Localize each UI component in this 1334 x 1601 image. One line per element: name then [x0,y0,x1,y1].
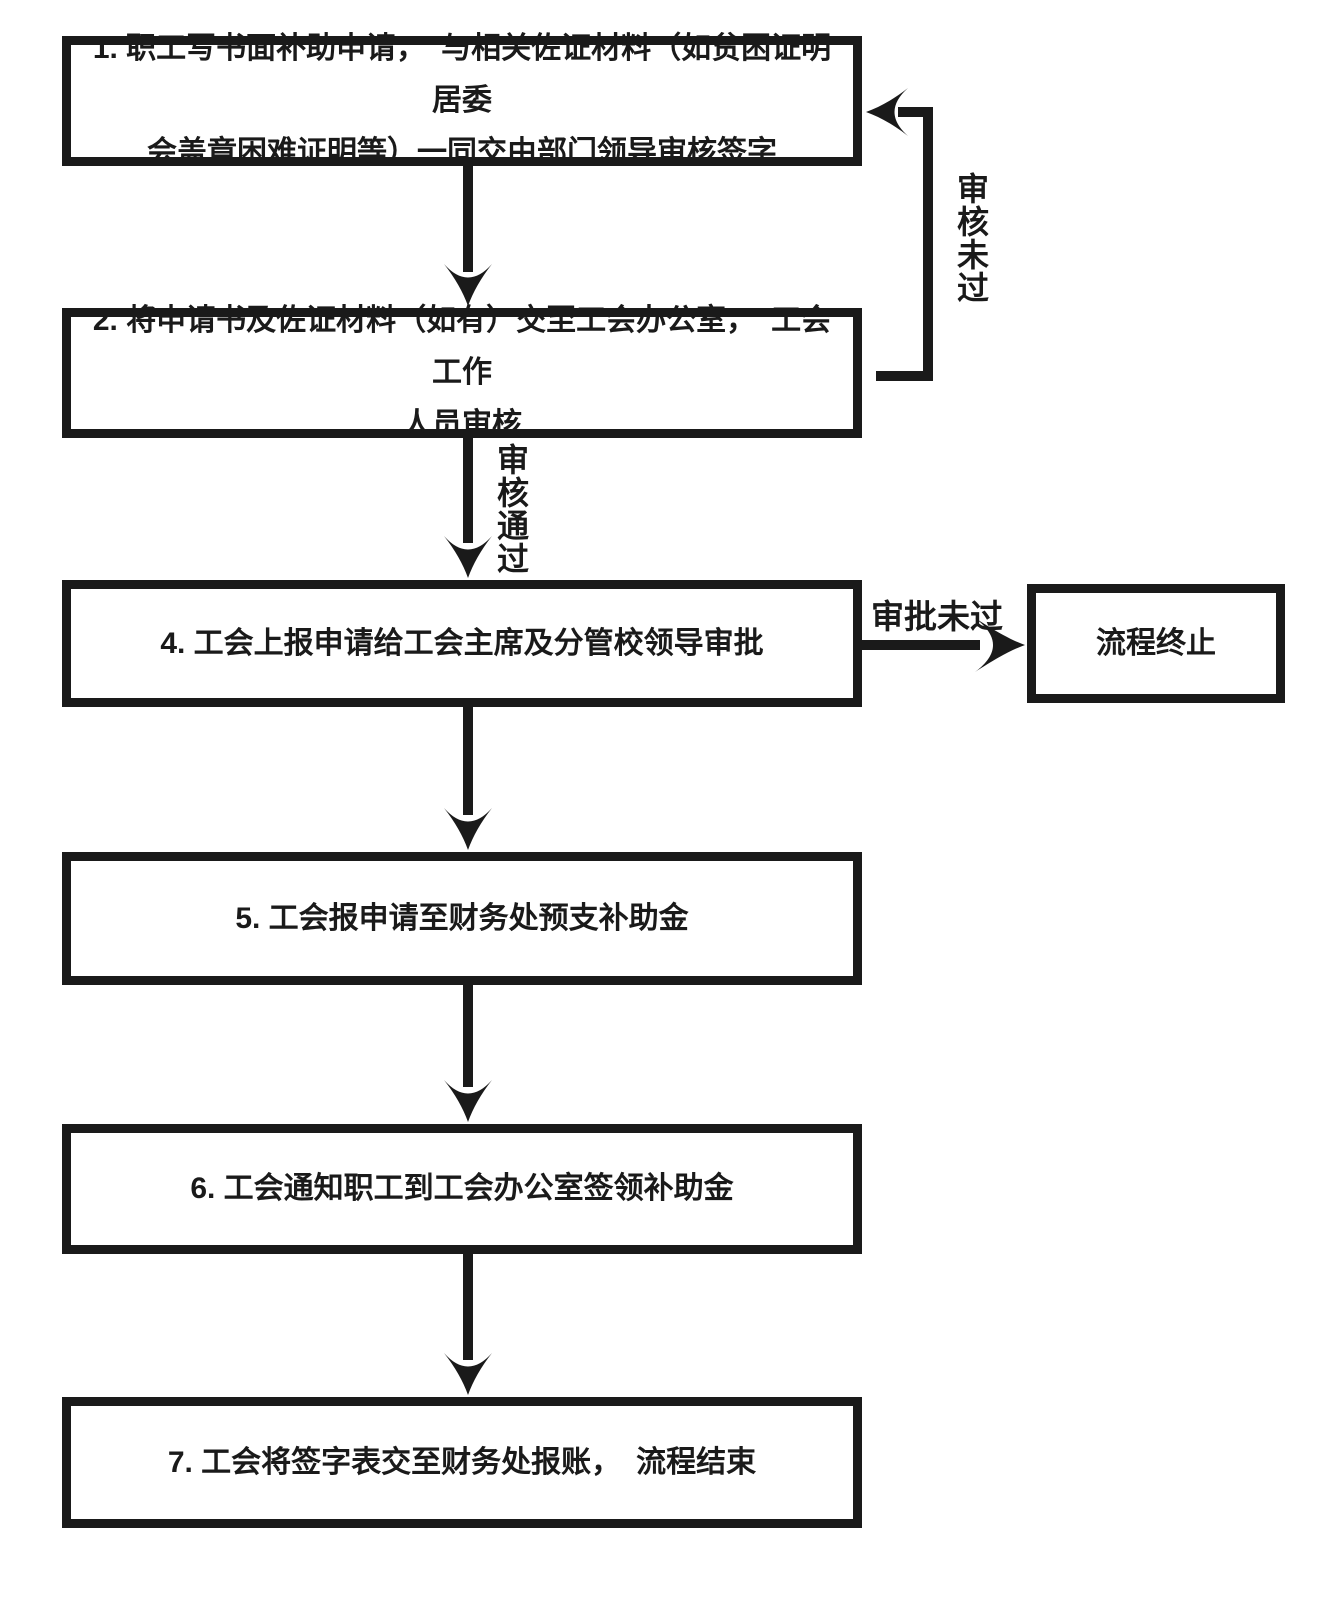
step5-box: 5. 工会报申请至财务处预支补助金 [62,852,862,985]
review-pass-label: 审核通过 [493,443,529,575]
review-fail-label: 审核未过 [953,172,989,304]
approval-fail-label: 审批未过 [871,598,1003,635]
step1-box: 1. 职工写书面补助申请， 与相关佐证材料（如贫困证明居委 会盖章困难证明等）一… [62,32,862,169]
arrow-review-fail-loop-head [866,88,908,136]
step4-box: 4. 工会上报申请给工会主席及分管校领导审批 [62,580,862,707]
arrow-review-fail-loop-shaft [876,107,933,381]
step7-box: 7. 工会将签字表交至财务处报账， 流程结束 [62,1397,862,1528]
arrow-step4-to-step5-head [444,808,492,850]
step2-box: 2. 将申请书及佐证材料（如有）交至工会办公室， 工会工作 人员审核 [62,304,862,441]
terminate-box: 流程终止 [1027,584,1285,703]
arrow-step5-to-step6-head [444,1080,492,1122]
arrow-step2-to-step4-head [444,536,492,578]
step6-box: 6. 工会通知职工到工会办公室签领补助金 [62,1124,862,1254]
arrow-step6-to-step7-head [444,1353,492,1395]
